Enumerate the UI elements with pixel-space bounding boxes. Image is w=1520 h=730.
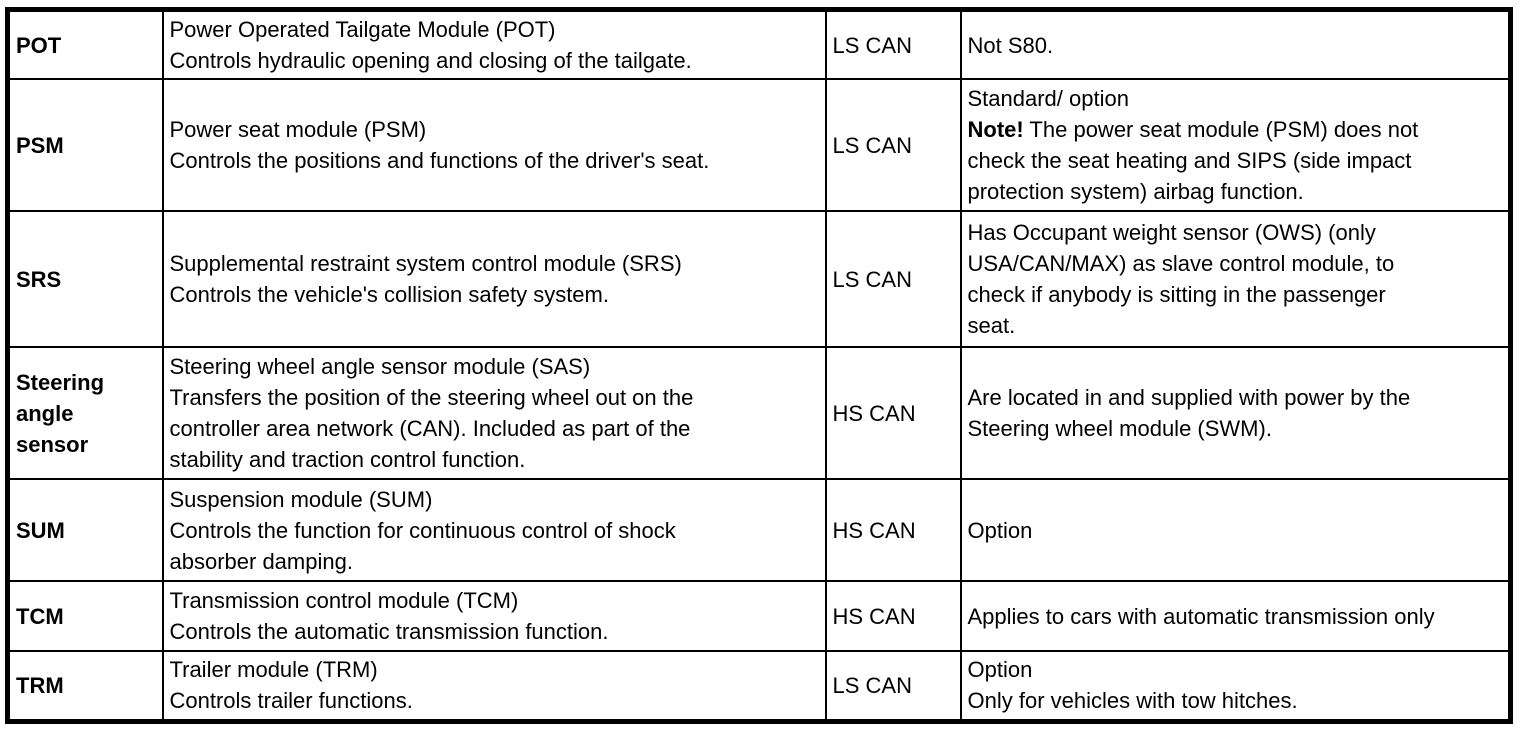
network-type-cell: LS CAN	[824, 650, 962, 722]
module-abbr-cell: TRM	[6, 650, 164, 722]
module-description-cell: Transmission control module (TCM) Contro…	[161, 580, 827, 652]
note-text: Applies to cars with automatic transmiss…	[967, 603, 1435, 629]
module-description-cell: Power Operated Tailgate Module (POT) Con…	[161, 8, 827, 80]
note-text: The power seat module (PSM) does not che…	[967, 117, 1419, 204]
module-abbr-cell: TCM	[6, 580, 164, 652]
module-notes-cell: Not S80.	[959, 8, 1512, 80]
module-notes-cell: Are located in and supplied with power b…	[959, 346, 1512, 480]
note-emphasis: Note!	[967, 117, 1024, 142]
module-description-cell: Steering wheel angle sensor module (SAS)…	[161, 346, 827, 480]
module-notes-cell: Option Only for vehicles with tow hitche…	[959, 650, 1512, 722]
note-text: Not S80.	[967, 32, 1054, 58]
module-abbr-cell: POT	[6, 8, 164, 80]
module-notes-cell: Has Occupant weight sensor (OWS) (only U…	[959, 210, 1512, 348]
note-text: Are located in and supplied with power b…	[967, 385, 1411, 441]
module-description-cell: Supplemental restraint system control mo…	[161, 210, 827, 348]
module-description-cell: Trailer module (TRM) Controls trailer fu…	[161, 650, 827, 722]
module-abbr-cell: SRS	[6, 210, 164, 348]
note-text: Option	[967, 517, 1033, 543]
module-notes-cell: Standard/ option Note! The power seat mo…	[959, 78, 1512, 212]
network-type-cell: HS CAN	[824, 346, 962, 480]
network-type-cell: LS CAN	[824, 78, 962, 212]
module-abbr-cell: Steering angle sensor	[6, 346, 164, 480]
note-text: Has Occupant weight sensor (OWS) (only U…	[967, 220, 1395, 338]
module-abbr-cell: SUM	[6, 478, 164, 582]
module-description-cell: Power seat module (PSM) Controls the pos…	[161, 78, 827, 212]
note-text: Standard/ option	[967, 86, 1129, 111]
module-notes-cell: Option	[959, 478, 1512, 582]
network-type-cell: LS CAN	[824, 8, 962, 80]
module-notes-cell: Applies to cars with automatic transmiss…	[959, 580, 1512, 652]
module-description-cell: Suspension module (SUM) Controls the fun…	[161, 478, 827, 582]
network-type-cell: HS CAN	[824, 580, 962, 652]
note-text: Option Only for vehicles with tow hitche…	[967, 657, 1298, 714]
network-type-cell: LS CAN	[824, 210, 962, 348]
module-abbr-cell: PSM	[6, 78, 164, 212]
network-type-cell: HS CAN	[824, 478, 962, 582]
